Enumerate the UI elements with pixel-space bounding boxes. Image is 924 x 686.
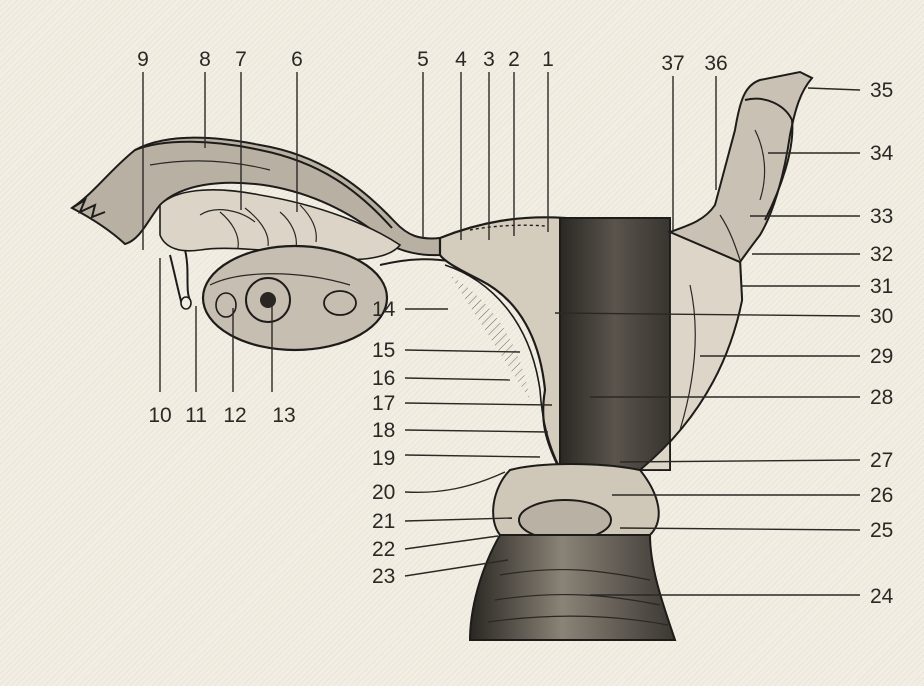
label-17: 17 [372,392,395,415]
label-3: 3 [483,48,495,71]
label-9: 9 [137,48,149,71]
label-26: 26 [870,484,893,507]
label-32: 32 [870,243,893,266]
label-14: 14 [372,298,396,321]
label-11: 11 [185,404,207,427]
label-12: 12 [223,404,246,427]
label-18: 18 [372,419,395,442]
label-4: 4 [455,48,467,71]
label-36: 36 [704,52,727,75]
label-30: 30 [870,305,893,328]
label-2: 2 [508,48,520,71]
label-10: 10 [148,404,171,427]
label-19: 19 [372,447,395,470]
leader-19 [405,455,540,457]
label-20: 20 [372,481,395,504]
label-34: 34 [870,142,894,165]
label-13: 13 [272,404,295,427]
cervix-vagina [470,464,675,640]
label-23: 23 [372,565,395,588]
leader-22 [405,536,498,549]
ovary [203,246,387,350]
label-28: 28 [870,386,893,409]
uterus [440,217,742,470]
label-37: 37 [661,52,684,75]
label-7: 7 [235,48,247,71]
leader-18 [405,430,548,432]
label-8: 8 [199,48,211,71]
label-16: 16 [372,367,395,390]
right-uterine-tube [670,72,812,262]
label-15: 15 [372,339,395,362]
label-33: 33 [870,205,893,228]
label-24: 24 [870,585,894,608]
label-21: 21 [372,510,395,533]
leader-20 [405,472,505,492]
label-35: 35 [870,79,893,102]
label-22: 22 [372,538,395,561]
label-5: 5 [417,48,429,71]
label-25: 25 [870,519,893,542]
label-31: 31 [870,275,893,298]
label-6: 6 [291,48,303,71]
leader-25 [620,528,860,530]
label-27: 27 [870,449,893,472]
label-29: 29 [870,345,893,368]
fimbria [170,250,191,309]
label-1: 1 [542,48,554,71]
leader-17 [405,403,552,405]
leader-35 [808,88,860,90]
leader-16 [405,378,510,380]
